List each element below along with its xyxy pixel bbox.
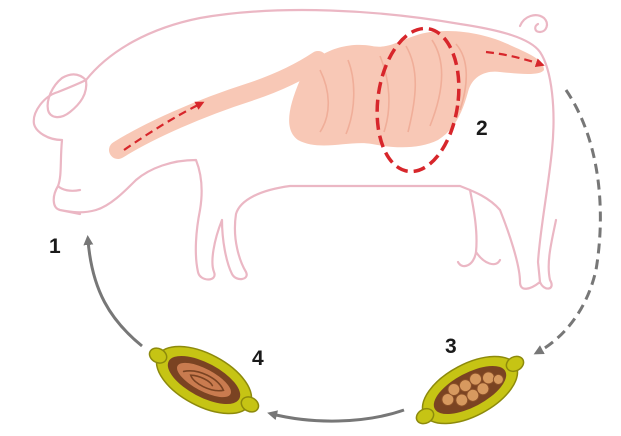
- pig-snout-outline: [34, 80, 96, 214]
- step-label-3: 3: [445, 336, 457, 357]
- pig-tail-outline: [520, 15, 547, 32]
- step-label-2: 2: [476, 118, 488, 139]
- egg-segmented: [404, 338, 536, 436]
- step-label-1: 1: [49, 236, 61, 257]
- pig-ear-outline: [48, 74, 87, 117]
- egg-larvated: [138, 328, 270, 431]
- arrow-egg-development: [272, 410, 404, 421]
- arrow-ingestion: [88, 240, 142, 346]
- digestive-tract: [118, 23, 544, 177]
- step-label-4: 4: [252, 348, 264, 369]
- esophagus: [118, 60, 318, 150]
- pig-back-legs-outline: [458, 190, 500, 266]
- arrow-excretion: [538, 90, 600, 352]
